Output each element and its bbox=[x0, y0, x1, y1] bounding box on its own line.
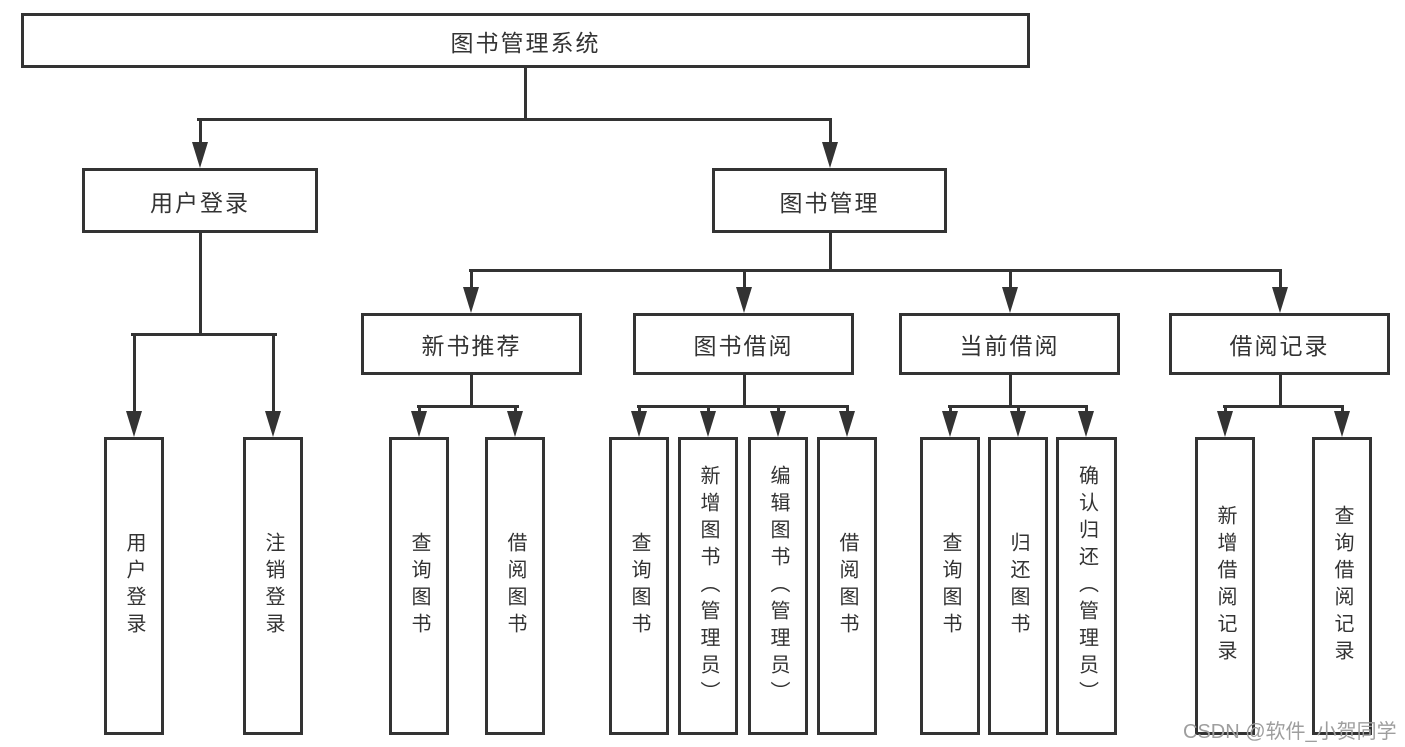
connector-user-login-stem bbox=[199, 233, 202, 336]
leaf-edit-books-admin: 编辑图书（管理员） bbox=[748, 437, 808, 735]
connector-cb-leaf2-drop bbox=[1017, 405, 1020, 414]
node-book-borrowing: 图书借阅 bbox=[633, 313, 854, 375]
arrowhead-to-book-mgmt bbox=[822, 142, 838, 168]
leaf-return-books-label: 归还图书 bbox=[1007, 532, 1029, 640]
connector-level1-branch bbox=[197, 118, 832, 121]
leaf-confirm-return-admin-label: 确认归还（管理员） bbox=[1075, 464, 1098, 708]
arrowhead-nb-leaf1 bbox=[411, 411, 427, 437]
arrowhead-cb-leaf2 bbox=[1010, 411, 1026, 437]
leaf-borrow-books-recommend-label: 借阅图书 bbox=[504, 532, 526, 640]
leaf-borrow-books-borrowing: 借阅图书 bbox=[817, 437, 877, 735]
node-borrowing-records-label: 借阅记录 bbox=[1229, 333, 1330, 359]
connector-current-stem bbox=[1009, 375, 1012, 408]
connector-bb-leaf3-drop bbox=[777, 405, 780, 414]
node-user-login-label: 用户登录 bbox=[150, 189, 250, 216]
connector-book-mgmt-drop bbox=[829, 118, 832, 146]
leaf-query-borrow-record-label: 查询借阅记录 bbox=[1331, 505, 1353, 667]
arrowhead-cb-leaf1 bbox=[942, 411, 958, 437]
arrowhead-cb-leaf3 bbox=[1078, 411, 1094, 437]
node-new-book-recommend: 新书推荐 bbox=[361, 313, 582, 375]
node-current-borrowing: 当前借阅 bbox=[899, 313, 1120, 375]
leaf-user-login-label: 用户登录 bbox=[123, 532, 145, 640]
leaf-query-books-current-label: 查询图书 bbox=[939, 532, 961, 640]
leaf-add-books-admin-label: 新增图书（管理员） bbox=[697, 464, 719, 708]
arrowhead-to-borrow bbox=[736, 287, 752, 313]
connector-user-login-branch bbox=[131, 333, 277, 336]
arrowhead-to-user-login bbox=[192, 142, 208, 168]
arrowhead-bb-leaf3 bbox=[770, 411, 786, 437]
connector-newbook-branch bbox=[417, 405, 519, 408]
connector-nb-leaf2-drop bbox=[514, 405, 517, 414]
node-new-book-recommend-label: 新书推荐 bbox=[421, 333, 522, 359]
node-current-borrowing-label: 当前借阅 bbox=[959, 333, 1060, 359]
node-borrowing-records: 借阅记录 bbox=[1169, 313, 1390, 375]
connector-newbook-drop bbox=[470, 269, 473, 289]
leaf-confirm-return-admin: 确认归还（管理员） bbox=[1056, 437, 1117, 735]
connector-borrow-stem bbox=[743, 375, 746, 408]
connector-bb-leaf4-drop bbox=[846, 405, 849, 414]
connector-current-drop bbox=[1009, 269, 1012, 289]
leaf-borrow-books-borrowing-label: 借阅图书 bbox=[836, 532, 858, 640]
node-book-management: 图书管理 bbox=[712, 168, 947, 233]
connector-book-mgmt-stem bbox=[829, 233, 832, 272]
node-book-borrowing-label: 图书借阅 bbox=[693, 333, 794, 359]
leaf-add-borrow-record: 新增借阅记录 bbox=[1195, 437, 1255, 735]
connector-borrow-branch bbox=[637, 405, 849, 408]
arrowhead-to-records bbox=[1272, 287, 1288, 313]
node-user-login: 用户登录 bbox=[82, 168, 318, 233]
arrowhead-nb-leaf2 bbox=[507, 411, 523, 437]
connector-cb-leaf3-drop bbox=[1085, 405, 1088, 414]
node-book-management-label: 图书管理 bbox=[779, 189, 880, 216]
arrowhead-to-leaf-login bbox=[126, 411, 142, 437]
connector-level2-branch bbox=[469, 269, 1282, 272]
arrowhead-bb-leaf4 bbox=[839, 411, 855, 437]
leaf-query-books-recommend: 查询图书 bbox=[389, 437, 449, 735]
connector-leaf-login-drop bbox=[133, 333, 136, 413]
connector-newbook-stem bbox=[470, 375, 473, 408]
leaf-borrow-books-recommend: 借阅图书 bbox=[485, 437, 545, 735]
arrowhead-to-leaf-logout bbox=[265, 411, 281, 437]
leaf-query-books-borrowing-label: 查询图书 bbox=[628, 532, 650, 640]
leaf-return-books: 归还图书 bbox=[988, 437, 1048, 735]
arrowhead-bb-leaf2 bbox=[700, 411, 716, 437]
leaf-query-books-recommend-label: 查询图书 bbox=[408, 532, 430, 640]
leaf-add-borrow-record-label: 新增借阅记录 bbox=[1214, 505, 1236, 667]
node-library-system: 图书管理系统 bbox=[21, 13, 1030, 68]
connector-records-drop bbox=[1279, 269, 1282, 289]
node-library-system-label: 图书管理系统 bbox=[450, 29, 601, 56]
connector-rc-leaf1-drop bbox=[1224, 405, 1227, 414]
arrowhead-rc-leaf1 bbox=[1217, 411, 1233, 437]
leaf-query-borrow-record: 查询借阅记录 bbox=[1312, 437, 1372, 735]
connector-nb-leaf1-drop bbox=[418, 405, 421, 414]
leaf-edit-books-admin-label: 编辑图书（管理员） bbox=[767, 464, 789, 708]
connector-rc-leaf2-drop bbox=[1341, 405, 1344, 414]
leaf-add-books-admin: 新增图书（管理员） bbox=[678, 437, 738, 735]
arrowhead-to-newbook bbox=[463, 287, 479, 313]
connector-borrow-drop bbox=[743, 269, 746, 289]
connector-bb-leaf1-drop bbox=[638, 405, 641, 414]
connector-records-stem bbox=[1279, 375, 1282, 408]
leaf-logout-label: 注销登录 bbox=[262, 532, 284, 640]
leaf-query-books-borrowing: 查询图书 bbox=[609, 437, 669, 735]
leaf-user-login: 用户登录 bbox=[104, 437, 164, 735]
connector-root-stem bbox=[524, 68, 527, 121]
connector-cb-leaf1-drop bbox=[949, 405, 952, 414]
connector-leaf-logout-drop bbox=[272, 333, 275, 413]
arrowhead-bb-leaf1 bbox=[631, 411, 647, 437]
leaf-logout: 注销登录 bbox=[243, 437, 303, 735]
csdn-watermark: CSDN @软件_小贺同学 bbox=[1183, 721, 1397, 743]
arrowhead-to-current bbox=[1002, 287, 1018, 313]
connector-records-branch bbox=[1223, 405, 1344, 408]
connector-bb-leaf2-drop bbox=[707, 405, 710, 414]
connector-user-login-drop bbox=[199, 118, 202, 146]
arrowhead-rc-leaf2 bbox=[1334, 411, 1350, 437]
leaf-query-books-current: 查询图书 bbox=[920, 437, 980, 735]
